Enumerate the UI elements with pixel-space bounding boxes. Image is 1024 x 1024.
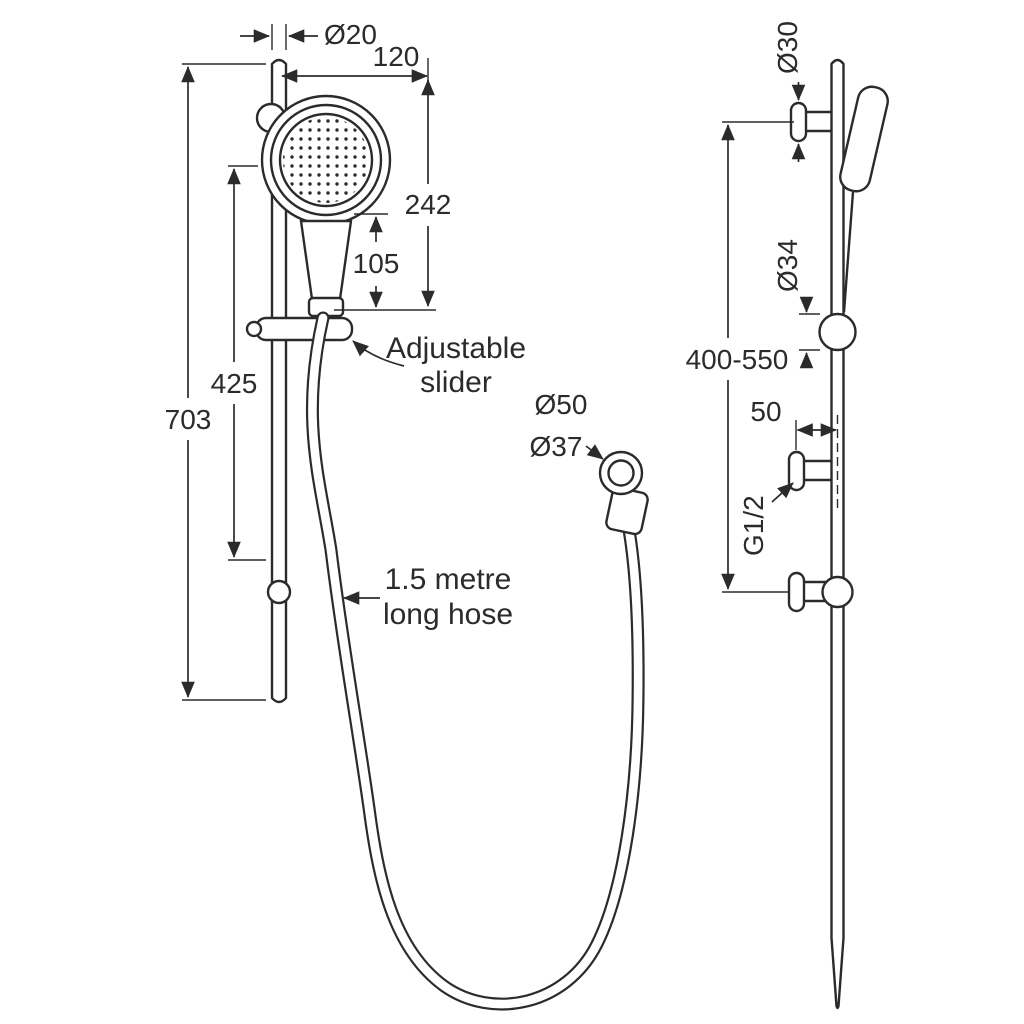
- side-middle-bracket: [787, 450, 831, 492]
- side-view: Ø30 Ø34 400-550 50 G1/2: [686, 21, 889, 1010]
- dim-text-top-bracket-diameter: Ø30: [772, 21, 803, 74]
- wall-rail: [270, 58, 288, 704]
- dim-head-height: 242: [405, 78, 452, 308]
- leader-line: [352, 340, 405, 367]
- bracket-neck: [806, 110, 831, 133]
- side-slider: [818, 312, 857, 352]
- label-text-hose-1: 1.5 metre: [385, 563, 512, 596]
- bottom-bracket: [266, 579, 292, 605]
- label-text-slider-2: slider: [420, 366, 492, 399]
- label-text-slider-1: Adjustable: [386, 332, 526, 365]
- front-view: Ø20 120 242 105 425: [165, 19, 649, 1011]
- shower-head-rim: [269, 103, 383, 217]
- dim-rail-length: 703: [165, 63, 266, 701]
- dim-head-offset: 120: [280, 41, 429, 84]
- dim-slider-diameter: Ø34: [772, 239, 820, 369]
- dim-text-thread-size: G1/2: [738, 495, 769, 556]
- ext-line: [799, 313, 820, 351]
- side-shower-head: [839, 85, 889, 193]
- dim-slider-travel: 425: [211, 165, 266, 561]
- leader-line: [585, 444, 604, 460]
- dim-text-handle-length: 105: [353, 248, 400, 279]
- dim-rail-diameter: Ø20: [240, 19, 377, 50]
- dim-thread-size: G1/2: [738, 482, 794, 556]
- shower-head-spray-dots: [283, 117, 369, 203]
- bracket-neck: [804, 459, 831, 482]
- label-hose-length: 1.5 metre long hose: [342, 563, 513, 631]
- dim-bracket-spacing: 400-550: [686, 121, 794, 593]
- side-bottom-bracket: [787, 571, 854, 613]
- label-text-hose-2: long hose: [383, 598, 513, 631]
- dim-text-head-height: 242: [405, 189, 452, 220]
- dim-text-bracket-spacing: 400-550: [686, 344, 789, 375]
- hose-connector-inner: [607, 459, 635, 487]
- hose-core: [308, 313, 643, 1009]
- dim-text-wall-offset: 50: [750, 396, 781, 427]
- bracket-ring: [821, 575, 854, 609]
- side-top-bracket: [789, 101, 831, 143]
- dim-text-head-offset: 120: [373, 41, 420, 72]
- dim-text-rail-diameter: Ø20: [324, 19, 377, 50]
- label-adjustable-slider: Adjustable slider: [352, 332, 526, 399]
- dim-text-slider-diameter: Ø34: [772, 239, 803, 292]
- side-rail: [830, 58, 845, 1010]
- hose-outline: [305, 311, 645, 1011]
- leader-line: [771, 482, 794, 503]
- bracket-wall-plate: [787, 450, 806, 492]
- slider-knob: [245, 320, 263, 338]
- dim-text-connector-inner: Ø37: [530, 431, 583, 462]
- dim-top-bracket-diameter: Ø30: [772, 21, 806, 162]
- hose: [305, 311, 649, 1011]
- shower-handle: [299, 219, 353, 301]
- dim-text-connector-outer: Ø50: [535, 389, 588, 420]
- dim-text-slider-travel: 425: [211, 368, 258, 399]
- dim-handle-length: 105: [334, 213, 436, 311]
- dim-wall-offset: 50: [750, 396, 838, 450]
- dim-text-rail-length: 703: [165, 404, 212, 435]
- side-handle-edge: [842, 191, 855, 313]
- slider-arm: [254, 316, 354, 342]
- bracket-wall-plate: [787, 571, 806, 613]
- label-connector-diameters: Ø50 Ø37: [530, 389, 604, 462]
